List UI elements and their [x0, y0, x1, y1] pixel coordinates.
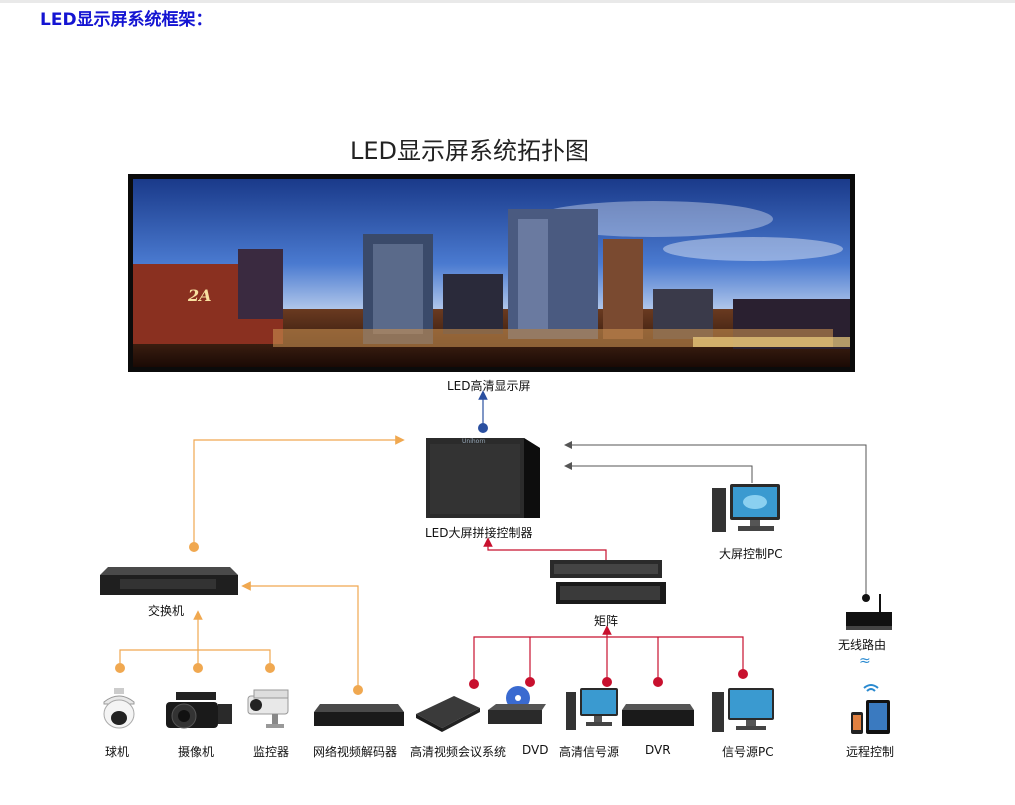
switch-label: 交换机	[148, 604, 185, 618]
node-dot-dvd	[525, 677, 535, 687]
camcorder-icon	[166, 692, 232, 729]
matrix-switcher-icon	[550, 560, 666, 604]
splicing-controller-device: Unihorn	[426, 438, 540, 518]
node-dot-decoder	[353, 685, 363, 695]
billboard-text: 2A	[187, 286, 212, 305]
wire-router-controller	[564, 441, 867, 597]
city-skyline-image: 2A	[133, 179, 850, 367]
surveillance-camera-icon	[247, 689, 289, 728]
controller-brand: Unihorn	[462, 438, 486, 445]
wire-decoder-switch	[241, 581, 359, 688]
page-title: LED显示屏系统框架：	[40, 10, 213, 30]
led-screen-label: LED高清显示屏	[447, 379, 531, 393]
dome-camera-icon	[103, 688, 135, 729]
led-display-screen: 2A	[128, 174, 855, 372]
diagram-title: LED显示屏系统拓扑图	[350, 137, 590, 165]
surveillance-camera-label: 监控器	[253, 745, 290, 759]
hd-source-pc-icon	[566, 688, 618, 730]
wireless-router-icon	[846, 594, 892, 630]
remote-devices-icon	[851, 684, 890, 734]
node-dot-controller	[478, 423, 488, 433]
hd-conference-icon	[416, 696, 480, 732]
node-dot-dome	[115, 663, 125, 673]
wifi-signal-icon: ≈	[859, 653, 871, 669]
node-dot-dvr	[653, 677, 663, 687]
node-dot-monitorcam	[265, 663, 275, 673]
wire-matrix-controller	[483, 537, 607, 560]
network-decoder-icon	[314, 704, 404, 726]
source-pc-icon	[712, 688, 774, 732]
hd-conference-label: 高清视频会议系统	[410, 745, 507, 759]
wire-source-bus	[473, 636, 744, 682]
dvr-label: DVR	[645, 743, 671, 757]
controller-label: LED大屏拼接控制器	[425, 526, 533, 540]
network-switch-icon	[100, 567, 238, 595]
header-rule	[0, 0, 1015, 3]
node-dot-sourcepc	[738, 669, 748, 679]
dvd-label: DVD	[522, 743, 549, 757]
node-dot-router	[862, 594, 870, 602]
node-dot-conference	[469, 679, 479, 689]
dvd-player-icon	[488, 686, 546, 724]
source-pc-label: 信号源PC	[722, 745, 774, 759]
matrix-label: 矩阵	[594, 614, 619, 628]
dvr-icon	[622, 704, 694, 726]
node-dot-hdsource	[602, 677, 612, 687]
node-dot-switch	[189, 542, 199, 552]
router-label: 无线路由	[838, 638, 887, 652]
node-dot-camcorder	[193, 663, 203, 673]
camcorder-label: 摄像机	[178, 745, 215, 759]
wire-camera-bus	[119, 649, 271, 666]
dome-camera-label: 球机	[105, 745, 130, 759]
network-decoder-label: 网络视频解码器	[313, 745, 398, 759]
big-screen-pc-icon	[712, 484, 780, 532]
remote-label: 远程控制	[846, 745, 895, 759]
hd-source-label: 高清信号源	[559, 745, 620, 759]
wire-pc-controller	[564, 462, 753, 483]
wire-switch-controller	[193, 435, 405, 545]
big-screen-pc-label: 大屏控制PC	[719, 547, 783, 561]
